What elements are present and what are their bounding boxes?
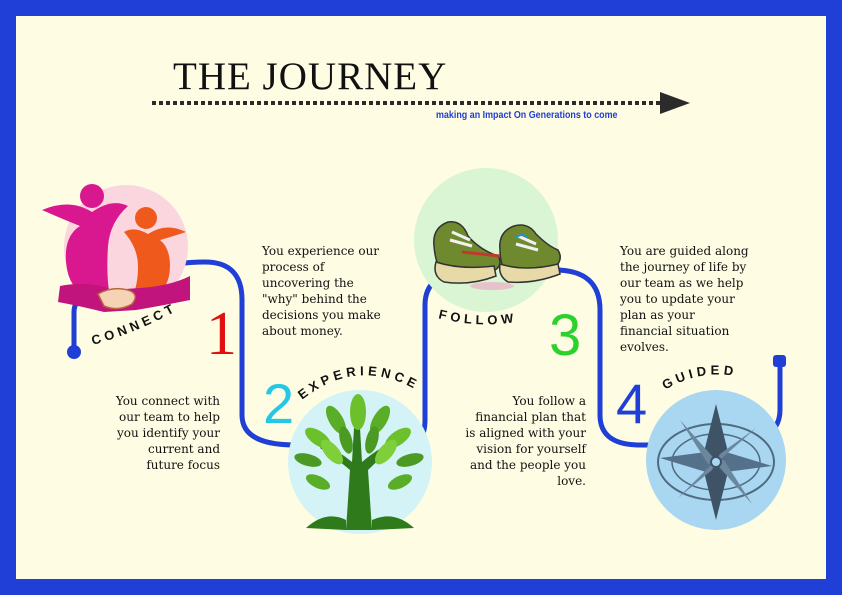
title-arrow xyxy=(152,92,690,114)
step-2-illustration xyxy=(288,390,432,534)
step-4-description: You are guided along the journey of life… xyxy=(620,244,749,354)
step-3-number: 3 xyxy=(549,303,582,368)
step-2-number: 2 xyxy=(263,372,295,435)
step-4-number: 4 xyxy=(616,372,648,435)
arrow-head-icon xyxy=(660,92,690,114)
handshake-people-icon xyxy=(42,184,190,312)
step-4-label: GUIDED xyxy=(659,362,738,392)
step-1-illustration xyxy=(42,184,190,312)
page-title: THE JOURNEY xyxy=(173,55,448,98)
step-4-illustration xyxy=(646,390,786,530)
step-1-description: You connect with our team to help you id… xyxy=(115,394,220,472)
step-3-illustration xyxy=(414,168,561,312)
path-start-dot xyxy=(67,345,81,359)
step-2-description: You experience our process of uncovering… xyxy=(262,244,381,338)
compass-icon xyxy=(657,404,775,520)
step-1-number: 1 xyxy=(206,300,237,368)
tree-hands-icon xyxy=(294,394,424,530)
page-subtitle: making an Impact On Generations to come xyxy=(436,109,618,121)
sneakers-icon xyxy=(433,221,561,290)
step-3-description: You follow a financial plan that is alig… xyxy=(465,394,586,488)
path-end-cap xyxy=(773,355,786,367)
